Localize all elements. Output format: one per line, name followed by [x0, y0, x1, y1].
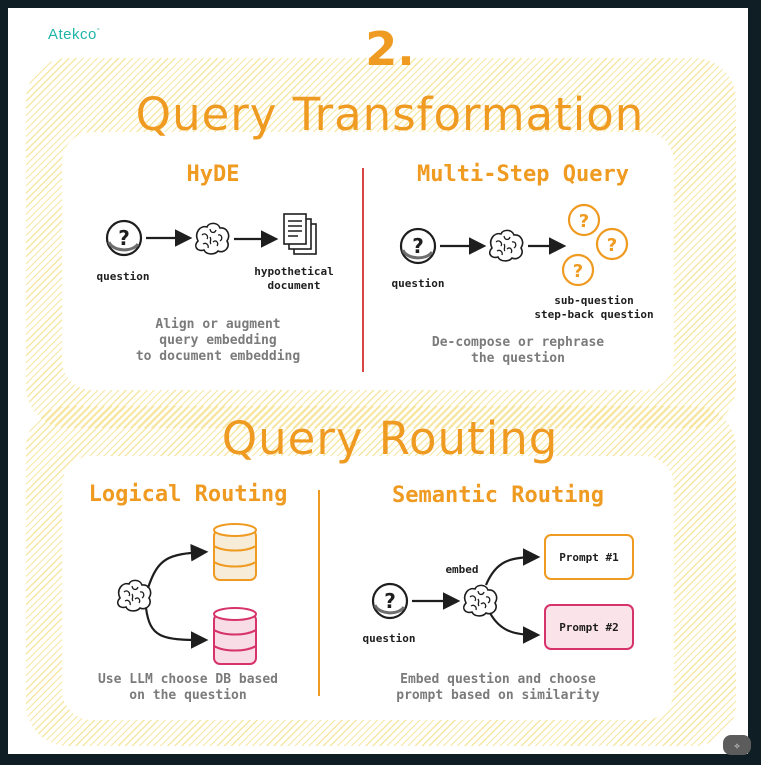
brain-icon	[194, 222, 230, 255]
question-icon	[595, 227, 629, 261]
question-icon	[371, 582, 409, 620]
arrow-icon	[144, 607, 209, 649]
brain-icon	[462, 584, 498, 617]
routing-panel	[62, 456, 674, 720]
question-icon	[567, 203, 601, 237]
semantic-embed-label: embed	[445, 563, 479, 576]
routing-divider	[318, 490, 320, 696]
prompt-2-box: Prompt #2	[544, 604, 634, 650]
hyde-output-label: hypothetical document	[254, 265, 334, 292]
database-icon	[213, 607, 257, 665]
semantic-routing-description: Embed question and choose prompt based o…	[396, 672, 600, 703]
database-icon	[213, 523, 257, 581]
question-icon	[399, 227, 437, 265]
hyde-description: Align or augment query embedding to docu…	[135, 317, 301, 364]
semantic-routing-title: Semantic Routing	[392, 483, 604, 508]
semantic-routing-flow	[371, 548, 541, 644]
semantic-question-label: question	[362, 632, 416, 645]
hyde-title: HyDE	[186, 162, 240, 187]
question-icon	[105, 219, 143, 257]
transformation-divider	[362, 168, 364, 372]
arrow-icon	[146, 543, 209, 589]
transformation-title: Query Transformation	[135, 88, 645, 141]
prompt-1-label: Prompt #1	[559, 550, 619, 564]
arrow-icon	[489, 612, 541, 644]
multistep-title: Multi-Step Query	[417, 162, 629, 187]
question-icon	[561, 253, 595, 287]
brain-icon	[116, 579, 152, 612]
prompt-2-label: Prompt #2	[559, 620, 619, 634]
hyde-question-label: question	[96, 270, 150, 283]
routing-title: Query Routing	[221, 412, 559, 465]
brand-logo: Atekco°	[48, 26, 101, 43]
brain-icon	[488, 229, 524, 262]
logical-routing-flow	[116, 523, 257, 665]
section-number: 2.	[365, 22, 415, 76]
document-stack-icon	[283, 213, 317, 255]
hyde-flow	[105, 213, 317, 257]
prompt-1-box: Prompt #1	[544, 534, 634, 580]
magic-wand-icon[interactable]: ✧	[723, 735, 751, 755]
logical-routing-description: Use LLM choose DB based on the question	[97, 672, 278, 703]
multistep-description: De-compose or rephrase the question	[431, 335, 605, 366]
multistep-output-label: sub-question step-back question	[534, 294, 654, 321]
multistep-flow	[399, 203, 629, 287]
multistep-question-label: question	[391, 277, 445, 290]
arrow-icon	[484, 548, 541, 586]
logical-routing-title: Logical Routing	[88, 482, 288, 507]
infographic-card: Atekco° 2. Query Transformation Query Ro…	[8, 8, 748, 754]
